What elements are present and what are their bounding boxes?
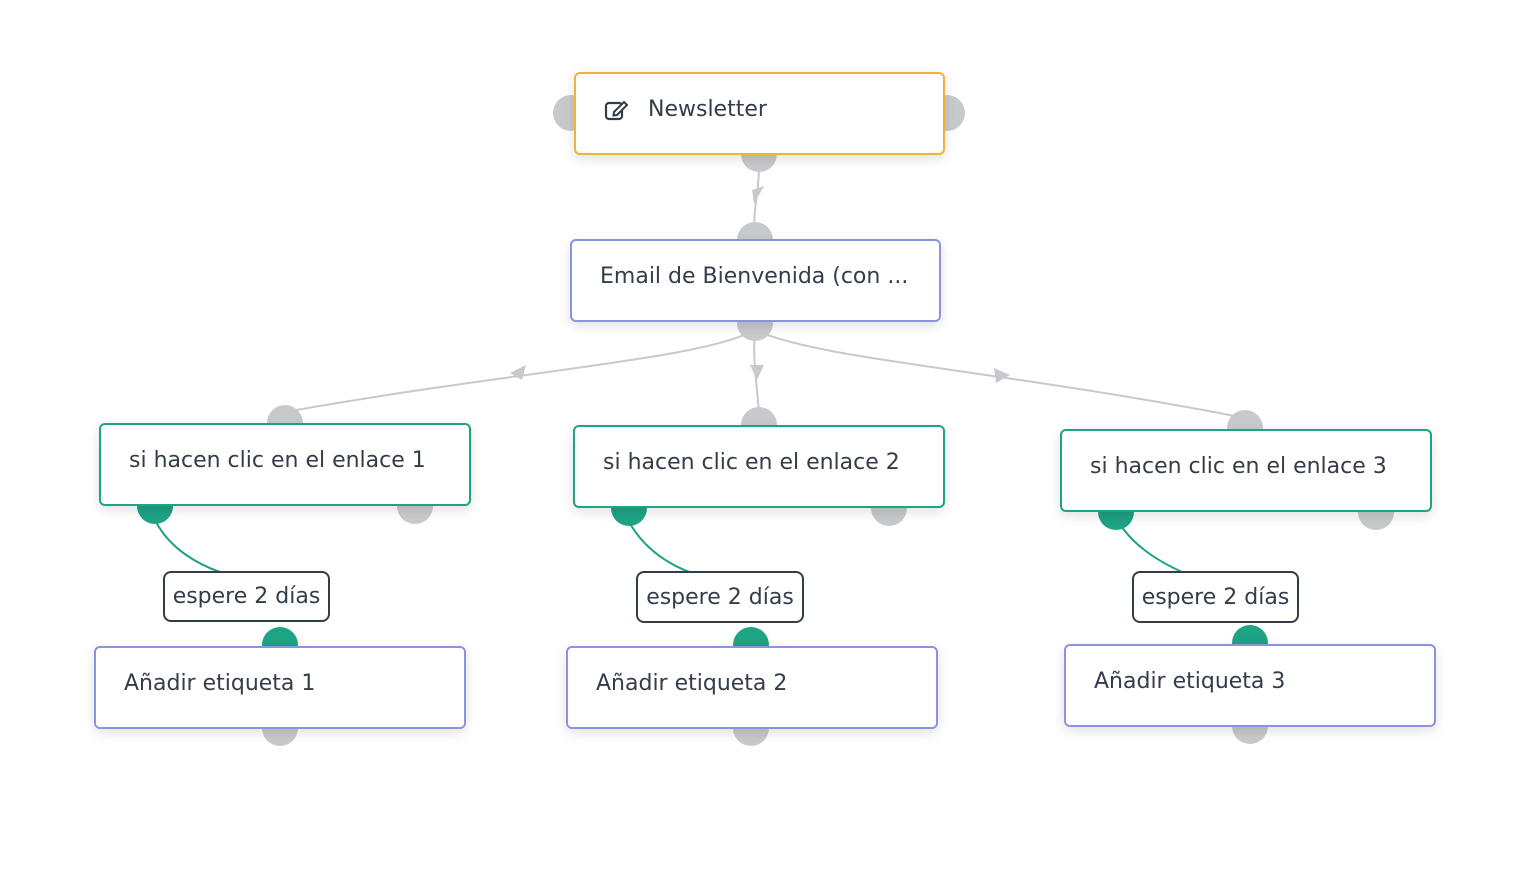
condition-node-1[interactable]: si hacen clic en el enlace 1 bbox=[99, 423, 471, 506]
trigger-node-newsletter[interactable]: Newsletter bbox=[574, 72, 945, 155]
trigger-label: Newsletter bbox=[648, 97, 767, 122]
wait-node-1[interactable]: espere 2 días bbox=[163, 571, 330, 622]
edit-icon bbox=[604, 100, 629, 120]
wait-label: espere 2 días bbox=[172, 584, 321, 609]
wait-node-2[interactable]: espere 2 días bbox=[636, 571, 804, 623]
email-node[interactable]: Email de Bienvenida (con ... bbox=[570, 239, 941, 322]
condition-node-3[interactable]: si hacen clic en el enlace 3 bbox=[1060, 429, 1432, 512]
wait-label: espere 2 días bbox=[1141, 584, 1290, 610]
action-node-1[interactable]: Añadir etiqueta 1 bbox=[94, 646, 466, 729]
action-node-2[interactable]: Añadir etiqueta 2 bbox=[566, 646, 938, 729]
condition-label: si hacen clic en el enlace 1 bbox=[129, 448, 426, 473]
condition-label: si hacen clic en el enlace 3 bbox=[1090, 454, 1387, 479]
action-label: Añadir etiqueta 3 bbox=[1094, 669, 1286, 694]
action-label: Añadir etiqueta 2 bbox=[596, 671, 788, 696]
action-label: Añadir etiqueta 1 bbox=[124, 671, 316, 696]
action-node-3[interactable]: Añadir etiqueta 3 bbox=[1064, 644, 1436, 727]
condition-label: si hacen clic en el enlace 2 bbox=[603, 450, 900, 475]
condition-node-2[interactable]: si hacen clic en el enlace 2 bbox=[573, 425, 945, 508]
wait-node-3[interactable]: espere 2 días bbox=[1132, 571, 1299, 623]
email-label: Email de Bienvenida (con ... bbox=[600, 264, 909, 289]
wait-label: espere 2 días bbox=[646, 584, 794, 610]
